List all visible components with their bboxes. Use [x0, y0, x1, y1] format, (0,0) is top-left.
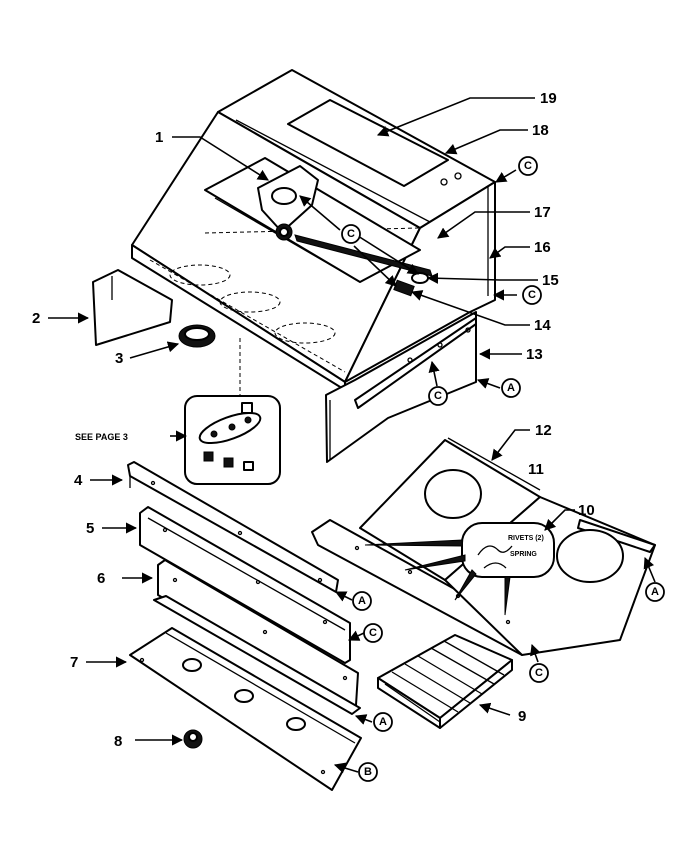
- part-number-9: 9: [518, 708, 526, 725]
- svg-text:A: A: [507, 382, 515, 394]
- callout-c-3: C: [522, 285, 542, 305]
- svg-text:C: C: [528, 289, 536, 301]
- part-number-2: 2: [32, 310, 40, 327]
- callout-b: B: [358, 762, 378, 782]
- front-panel-7: [129, 627, 362, 791]
- switch-housing: [257, 165, 319, 241]
- knob: [183, 729, 203, 749]
- left-end-panel: [92, 269, 173, 346]
- callout-a-2: A: [352, 591, 372, 611]
- right-side-panel: [325, 311, 477, 463]
- callout-c-4: C: [428, 386, 448, 406]
- grommet: [178, 324, 216, 348]
- liner-6: [153, 559, 361, 715]
- grease-filter: [377, 634, 513, 729]
- part-number-13: 13: [526, 346, 543, 363]
- svg-text:C: C: [434, 390, 442, 402]
- callout-a-1: A: [501, 378, 521, 398]
- svg-text:A: A: [379, 716, 387, 728]
- part-number-5: 5: [86, 520, 94, 537]
- callout-c-5: C: [363, 623, 383, 643]
- part-number-15: 15: [542, 272, 559, 289]
- liner-5: [139, 506, 351, 664]
- part-number-18: 18: [532, 122, 549, 139]
- svg-text:C: C: [347, 228, 355, 240]
- part-number-12: 12: [535, 422, 552, 439]
- callout-c-2: C: [518, 156, 538, 176]
- callout-a-3: A: [645, 582, 665, 602]
- callout-c-6: C: [529, 663, 549, 683]
- part-number-11: 11: [528, 461, 544, 478]
- part-number-3: 3: [115, 350, 123, 367]
- svg-text:A: A: [358, 595, 366, 607]
- liner-4: [127, 461, 339, 593]
- part-number-1: 1: [155, 129, 163, 146]
- part-number-19: 19: [540, 90, 557, 107]
- part-number-6: 6: [97, 570, 105, 587]
- spring-label: SPRING: [510, 551, 537, 558]
- part-number-labels: 19 18 1 17 16 15 14 2 3 13 12 11 4 10 5 …: [32, 90, 595, 750]
- part-number-10: 10: [578, 502, 595, 519]
- svg-text:C: C: [524, 160, 532, 172]
- rivets-label: RIVETS (2): [508, 535, 544, 542]
- wiring-inset: [184, 338, 281, 485]
- hood-body: [131, 69, 496, 391]
- svg-text:B: B: [364, 766, 372, 778]
- rivet-spring-inset: [364, 522, 555, 616]
- svg-text:A: A: [651, 586, 659, 598]
- part-number-17: 17: [534, 204, 551, 221]
- svg-text:C: C: [369, 627, 377, 639]
- callout-c-1: C: [341, 224, 361, 244]
- part-number-8: 8: [114, 733, 122, 750]
- part-number-14: 14: [534, 317, 551, 334]
- svg-text:C: C: [535, 667, 543, 679]
- leader-lines: [48, 97, 656, 774]
- callout-a-4: A: [373, 712, 393, 732]
- part-number-4: 4: [74, 472, 83, 489]
- part-number-16: 16: [534, 239, 551, 256]
- see-page-label: SEE PAGE 3: [75, 432, 128, 442]
- part-number-7: 7: [70, 654, 78, 671]
